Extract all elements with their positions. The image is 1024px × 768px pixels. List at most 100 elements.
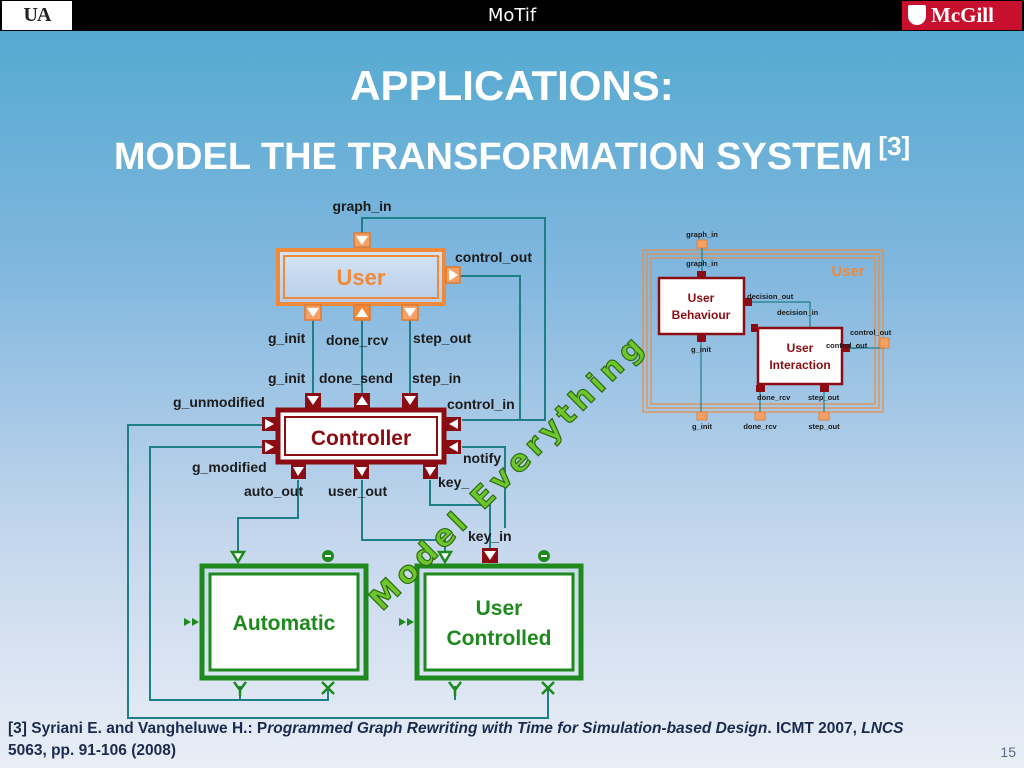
uc-cancel-port bbox=[541, 681, 555, 695]
auto-left-port-a bbox=[184, 618, 191, 626]
slide-subtitle-text: MODEL THE TRANSFORMATION SYSTEM bbox=[113, 136, 873, 178]
label-user-out: user_out bbox=[328, 483, 387, 499]
top-bar: UA MoTif McGill bbox=[0, 0, 1024, 31]
inset-label-control-out-inner: control_out bbox=[826, 341, 868, 350]
label-done-send: done_send bbox=[319, 370, 393, 386]
label-key-out: key_ bbox=[438, 474, 469, 490]
wire-g-unmodified bbox=[127, 424, 549, 719]
key-in-arrow bbox=[484, 551, 496, 560]
label-graph-in: graph_in bbox=[332, 198, 391, 214]
user-step-out-arrow bbox=[404, 308, 416, 317]
label-g-unmodified: g_unmodified bbox=[173, 394, 265, 410]
controller-block-label: Controller bbox=[311, 427, 411, 450]
inset-label-graph-in-inner: graph_in bbox=[686, 259, 718, 268]
ref-line2: 5063, pp. 91-106 (2008) bbox=[8, 742, 177, 759]
user-inset-diagram: User User Behaviour User Interaction bbox=[642, 230, 892, 431]
label-g-init-bottom: g_init bbox=[268, 370, 306, 386]
ref-prefix: [3] Syriani E. and Vangheluwe H.: P bbox=[8, 720, 268, 737]
ctrl-user-out-arrow bbox=[356, 467, 367, 476]
label-control-in: control_in bbox=[447, 396, 515, 412]
label-auto-out: auto_out bbox=[244, 483, 303, 499]
user-block[interactable]: User bbox=[276, 248, 446, 306]
controller-ports bbox=[262, 393, 461, 479]
wires bbox=[127, 217, 549, 719]
label-control-out: control_out bbox=[455, 249, 532, 265]
user-g-init-arrow bbox=[307, 308, 319, 317]
inset-label-g-init-inner: g_init bbox=[691, 345, 712, 354]
inset-interaction-line2: Interaction bbox=[769, 358, 830, 372]
ctrl-g-init-arrow bbox=[307, 396, 319, 405]
green-event-ports bbox=[184, 550, 550, 626]
inset-label-g-init-outer: g_init bbox=[692, 422, 713, 431]
wire-graph-in-loop bbox=[361, 217, 546, 421]
inset-outer-port-step-out bbox=[818, 411, 830, 421]
label-g-modified: g_modified bbox=[192, 459, 267, 475]
ua-logo: UA bbox=[2, 1, 72, 30]
user-controlled-block[interactable]: User Controlled bbox=[414, 563, 584, 681]
slide-title: APPLICATIONS: bbox=[350, 62, 674, 109]
uc-left-port-a bbox=[399, 618, 406, 626]
automatic-block-label: Automatic bbox=[233, 612, 336, 635]
auto-priority-port-mark bbox=[325, 555, 331, 557]
inset-port-control-out bbox=[843, 344, 850, 352]
inset-outer-label: User bbox=[831, 263, 865, 280]
inset-port-decision-out bbox=[745, 298, 752, 306]
green-ports bbox=[229, 550, 555, 696]
slide-subtitle: MODEL THE TRANSFORMATION SYSTEM[3] bbox=[0, 131, 1024, 179]
ctrl-notify-arrow bbox=[449, 442, 458, 452]
automatic-block[interactable]: Automatic bbox=[199, 563, 369, 681]
mcgill-logo: McGill bbox=[902, 1, 1022, 30]
uc-priority-port-mark bbox=[541, 555, 547, 557]
user-done-rcv-arrow bbox=[356, 308, 368, 317]
title-reference: [3] bbox=[878, 131, 911, 161]
inset-behaviour-line2: Behaviour bbox=[672, 308, 731, 322]
user-graph-in-arrow bbox=[356, 236, 368, 245]
wire-control-out bbox=[455, 275, 521, 420]
label-key-in: key_in bbox=[468, 528, 512, 544]
auto-in-port bbox=[229, 550, 247, 565]
auto-left-port-b bbox=[192, 618, 199, 626]
auto-out-port bbox=[233, 681, 247, 696]
ctrl-control-in-arrow bbox=[449, 419, 458, 429]
ctrl-done-send-arrow bbox=[356, 396, 368, 405]
uc-out-port bbox=[448, 681, 462, 696]
controller-block[interactable]: Controller bbox=[275, 407, 447, 465]
reference-footer: [3] Syriani E. and Vangheluwe H.: Progra… bbox=[8, 718, 1008, 762]
label-g-init-top: g_init bbox=[268, 330, 306, 346]
inset-label-decision-out: decision_out bbox=[747, 292, 794, 301]
inset-port-done-rcv bbox=[756, 385, 765, 392]
inset-label-done-rcv-outer: done_rcv bbox=[743, 422, 777, 431]
ctrl-g-modified-arrow bbox=[265, 442, 274, 452]
wire-notify bbox=[462, 446, 506, 528]
inset-outer-port-control-out bbox=[879, 337, 890, 349]
user-control-out-arrow bbox=[449, 269, 458, 281]
inset-interaction-line1: User bbox=[787, 341, 814, 355]
label-notify: notify bbox=[463, 450, 501, 466]
inset-port-graph-in bbox=[697, 271, 706, 278]
inset-port-decision-in bbox=[751, 324, 758, 332]
inset-behaviour-line1: User bbox=[688, 291, 715, 305]
wire-key bbox=[429, 480, 491, 548]
page-number: 15 bbox=[1000, 744, 1016, 760]
wire-g-modified bbox=[149, 446, 329, 701]
ref-mid: . ICMT 2007, bbox=[767, 720, 862, 737]
inset-outer-port-done-rcv bbox=[754, 411, 766, 421]
ctrl-g-unmodified-arrow bbox=[265, 419, 274, 429]
inset-label-graph-in-outer: graph_in bbox=[686, 230, 718, 239]
label-step-in: step_in bbox=[412, 370, 461, 386]
inset-label-done-rcv-inner: done_rcv bbox=[757, 393, 791, 402]
inset-label-control-out-outer: control_out bbox=[850, 328, 892, 337]
wire-auto-out bbox=[237, 480, 299, 552]
mcgill-logo-text: McGill bbox=[931, 3, 994, 27]
ref-title: rogrammed Graph Rewriting with Time for … bbox=[267, 720, 768, 737]
inset-port-g-init bbox=[697, 335, 706, 342]
wire-user-out bbox=[361, 480, 446, 552]
user-ports bbox=[304, 232, 461, 321]
inset-label-decision-in: decision_in bbox=[777, 308, 819, 317]
ctrl-auto-out-arrow bbox=[293, 467, 304, 476]
label-step-out: step_out bbox=[413, 330, 472, 346]
auto-cancel-port bbox=[321, 681, 335, 695]
label-done-rcv: done_rcv bbox=[326, 332, 388, 348]
ref-series: LNCS bbox=[861, 720, 904, 737]
